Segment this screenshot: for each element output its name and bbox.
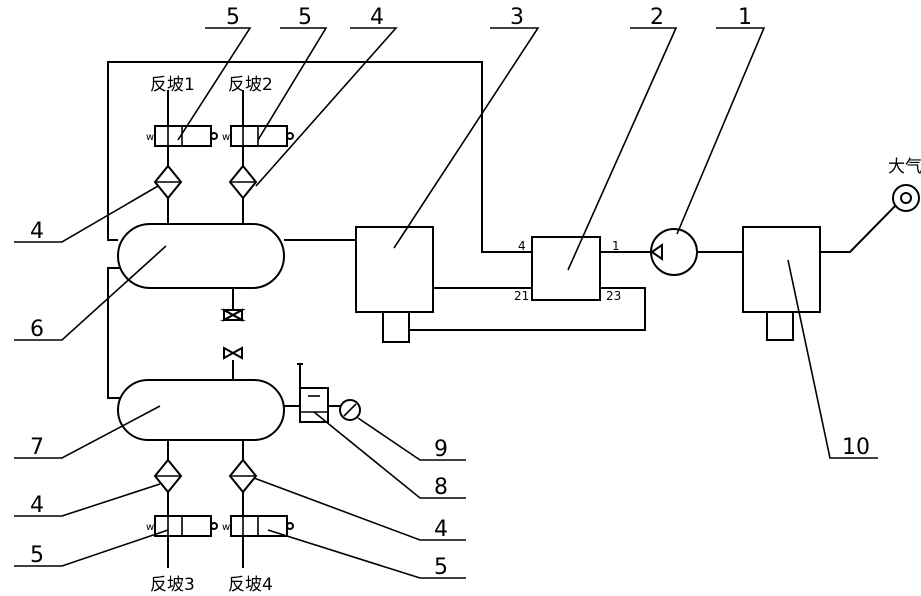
callout-4-left-upper: 4 — [30, 219, 44, 244]
lower-branch-3: w — [146, 440, 218, 568]
callout-9: 9 — [434, 437, 448, 462]
port-label-4: 4 — [518, 239, 526, 253]
callout-8: 8 — [434, 475, 448, 500]
callout-5-top-right: 5 — [298, 5, 312, 30]
outlet-label-1: 反坡1 — [150, 75, 195, 95]
callout-5-top-left: 5 — [226, 5, 240, 30]
callout-4-right-lower: 4 — [434, 517, 448, 542]
port-label-23: 23 — [606, 289, 621, 303]
pipe-port23-loop — [410, 287, 646, 331]
leader-lines — [14, 27, 878, 579]
svg-text:w: w — [222, 522, 230, 533]
piping — [107, 61, 898, 407]
hand-valve-upper — [220, 308, 246, 322]
solenoid-valve — [154, 515, 212, 537]
atmosphere-label: 大气 — [888, 157, 921, 177]
unit-3 — [355, 226, 434, 313]
controller-2 — [531, 236, 601, 301]
solenoid-valve — [154, 125, 212, 147]
outlet-label-3: 反坡3 — [150, 575, 195, 595]
svg-text:w: w — [146, 522, 154, 533]
callout-7: 7 — [30, 435, 44, 460]
callout-6: 6 — [30, 317, 44, 342]
callout-1: 1 — [738, 5, 752, 30]
pipe-top-loop — [107, 61, 532, 253]
solenoid-valve — [230, 125, 288, 147]
unit-10-base — [766, 311, 794, 341]
tank-7 — [117, 379, 285, 441]
callout-2: 2 — [650, 5, 664, 30]
lower-branch-4: w — [222, 440, 294, 568]
callout-4-top: 4 — [370, 5, 384, 30]
svg-text:w: w — [222, 132, 230, 143]
upper-branch-2: w — [222, 90, 294, 224]
unit-3-base — [382, 311, 410, 343]
outlet-label-4: 反坡4 — [228, 575, 273, 595]
upper-branch-1: w — [146, 90, 218, 224]
hand-valve-lower — [223, 346, 243, 360]
pipe-tank6-tank7 — [107, 267, 126, 399]
atmosphere-inner-icon — [900, 192, 912, 204]
callout-5-left-lower: 5 — [30, 543, 44, 568]
pipe-unit10-atmosphere — [820, 203, 898, 253]
callout-4-left-lower: 4 — [30, 493, 44, 518]
svg-text:w: w — [146, 132, 154, 143]
outlet-label-2: 反坡2 — [228, 75, 273, 95]
tank-6 — [117, 223, 285, 289]
pump-arrow-icon — [650, 243, 663, 261]
pump-1 — [650, 228, 698, 276]
unit-10 — [742, 226, 821, 313]
callout-5-right-lower: 5 — [434, 555, 448, 580]
gauge-needle — [343, 403, 357, 417]
callout-10: 10 — [842, 435, 870, 460]
port-label-1: 1 — [612, 239, 620, 253]
cup-8 — [297, 363, 329, 423]
port-label-21: 21 — [514, 289, 529, 303]
callout-3: 3 — [510, 5, 524, 30]
